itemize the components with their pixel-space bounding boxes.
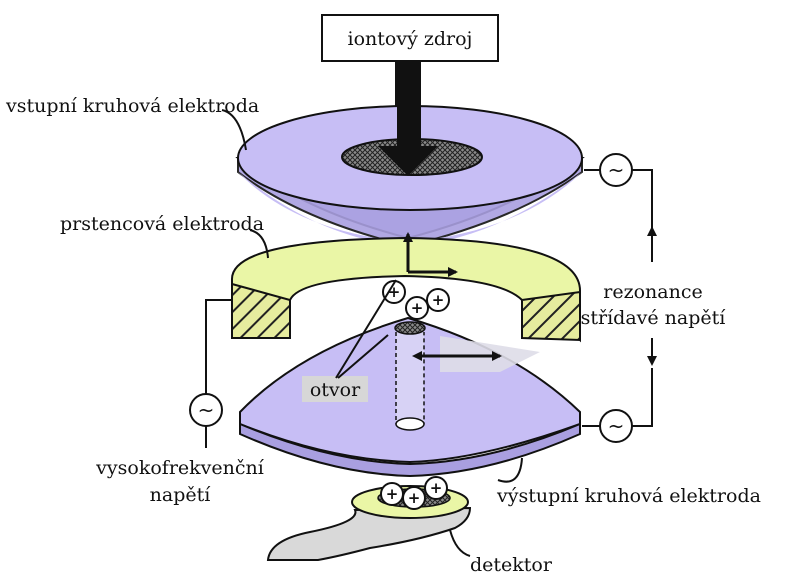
- ion: +: [425, 477, 447, 499]
- svg-text:+: +: [430, 479, 443, 497]
- detector-label: detektor: [470, 554, 553, 576]
- ion: +: [406, 297, 428, 319]
- svg-text:~: ~: [198, 398, 215, 422]
- ion-source: iontový zdroj: [322, 15, 498, 61]
- hf-ac-circuit: ~: [190, 300, 232, 448]
- resonance-label-line1: rezonance: [603, 281, 702, 303]
- hf-voltage-label-line1: vysokofrekvenční: [95, 457, 265, 479]
- detector: + + +: [268, 477, 470, 560]
- ring-electrode-label: prstencová elektroda: [60, 213, 264, 235]
- outlet-electrode: [240, 318, 580, 476]
- ion: +: [403, 487, 425, 509]
- inlet-electrode-label: vstupní kruhová elektroda: [5, 95, 259, 117]
- resonance-label-line2: střídavé napětí: [581, 307, 727, 329]
- inlet-electrode: [238, 100, 582, 246]
- exit-channel: [396, 332, 424, 428]
- ion: +: [427, 289, 449, 311]
- ion: +: [381, 483, 403, 505]
- svg-text:+: +: [411, 299, 424, 317]
- hf-voltage-label-line2: napětí: [150, 484, 212, 506]
- svg-text:+: +: [386, 485, 399, 503]
- svg-text:~: ~: [608, 414, 625, 438]
- svg-text:+: +: [408, 489, 421, 507]
- svg-text:~: ~: [608, 158, 625, 182]
- svg-text:+: +: [432, 291, 445, 309]
- ion-source-label: iontový zdroj: [348, 28, 473, 50]
- ring-cross-section-right: [522, 292, 580, 340]
- outlet-electrode-label: výstupní kruhová elektroda: [496, 485, 761, 507]
- aperture-label: otvor: [310, 379, 361, 401]
